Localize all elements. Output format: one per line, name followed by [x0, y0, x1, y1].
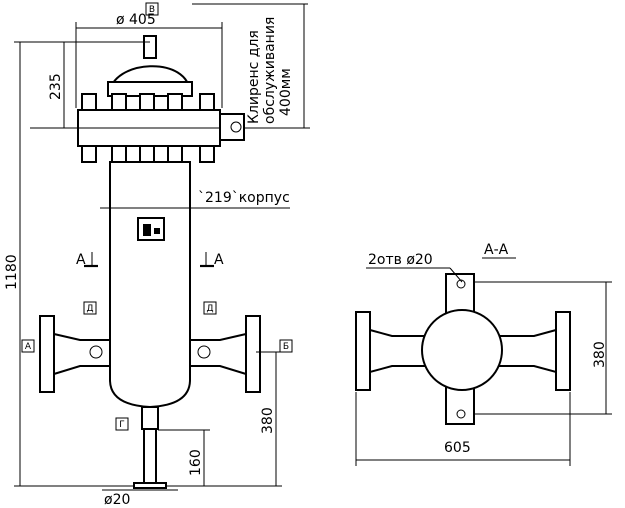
port-label-right: Б — [279, 339, 293, 353]
port-label-bottom: Г — [115, 417, 129, 431]
section-left-nozzle — [369, 328, 431, 374]
nozzle-label-right: Д — [203, 301, 217, 315]
section-marker-left: А — [76, 252, 98, 268]
body-label: `219`корпус — [198, 190, 290, 206]
dim-side-height: 380 — [592, 341, 608, 368]
section-body — [421, 309, 503, 391]
svg-text:Д: Д — [206, 304, 213, 314]
port-label-left: А — [21, 339, 35, 353]
section-title: А-А — [484, 242, 509, 258]
nameplate-mark-small — [154, 228, 160, 234]
drain-valve — [141, 406, 159, 430]
port-label-top: В — [145, 2, 159, 16]
nameplate-mark — [143, 224, 151, 236]
filter-body — [109, 161, 191, 409]
nozzle-label-left: Д — [83, 301, 97, 315]
clearance-line1: Клиренс для — [246, 30, 262, 124]
section-right-nozzle — [493, 328, 557, 374]
svg-text:Б: Б — [283, 342, 289, 352]
lower-bolts — [81, 145, 215, 163]
clearance-line2: обслуживания — [262, 17, 278, 124]
svg-text:Д: Д — [86, 304, 93, 314]
front-view: В А Б Г Д Д А А — [21, 2, 293, 489]
dim-drain-height: 160 — [188, 449, 204, 476]
side-lug — [219, 113, 245, 141]
clearance-line3: 400мм — [278, 68, 294, 116]
dim-bottom-offset: 380 — [260, 407, 276, 434]
drain-flange — [133, 482, 167, 489]
dim-top-height: 235 — [48, 73, 64, 100]
svg-text:Г: Г — [119, 420, 125, 430]
section-marker-right: А — [200, 252, 224, 268]
svg-text:А: А — [76, 252, 86, 268]
svg-text:А: А — [214, 252, 224, 268]
section-dimensions: 380 605 — [355, 281, 612, 466]
dim-drain-diameter: ø20 — [104, 492, 130, 508]
dim-top-diameter: ø 405 — [116, 12, 156, 28]
section-right-flange — [555, 311, 571, 391]
front-dimensions: ø 405 235 1180 Клиренс для обслуживания … — [4, 3, 310, 508]
section-hole-top — [456, 279, 466, 289]
section-left-flange — [355, 311, 371, 391]
section-hole-bottom — [456, 409, 466, 419]
svg-text:А: А — [25, 342, 32, 352]
dim-total-height: 1180 — [4, 254, 20, 290]
upper-bolts — [81, 93, 215, 111]
left-nozzle — [39, 315, 111, 393]
right-nozzle — [189, 315, 261, 393]
svg-text:В: В — [149, 5, 155, 15]
holes-note: 2отв ø20 — [368, 252, 433, 268]
left-nozzle-port — [89, 345, 103, 359]
right-nozzle-port — [197, 345, 211, 359]
section-view: А-А 2отв ø20 — [355, 242, 571, 425]
dim-side-width: 605 — [444, 440, 471, 456]
drain-pipe — [143, 428, 157, 484]
top-vent-pipe — [143, 35, 157, 59]
